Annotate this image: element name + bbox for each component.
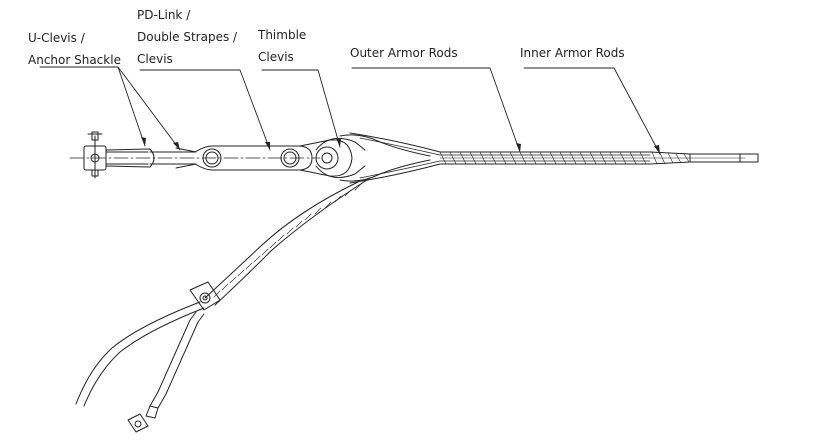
label-pd-link: PD-Link / Double Strapes / Clevis [137,4,237,70]
leader-thimble [261,69,341,148]
label-thimble-clevis: Thimble Clevis [258,24,306,68]
u-clevis [83,131,155,179]
label-pd-link-line2: Double Strapes / [137,30,238,44]
label-pd-link-line1: PD-Link / [137,8,191,22]
conductor-core [689,153,759,163]
pd-link [149,145,313,171]
jumper-wire [75,301,205,407]
label-u-clevis-line1: U-Clevis / [28,31,85,45]
label-inner-armor-rods: Inner Armor Rods [520,46,625,60]
leader-lines [39,66,661,155]
label-u-clevis: U-Clevis / Anchor Shackle [28,27,121,71]
label-thimble-line2: Clevis [258,50,294,64]
label-pd-link-line3: Clevis [137,52,173,66]
outer-armor-rods [349,132,651,184]
label-thimble-line1: Thimble [258,28,307,42]
leader-outer-armor [351,67,521,153]
leader-pd-link [139,69,271,151]
leader-u-clevis-2 [117,66,181,151]
outer-armor-hatching [439,151,647,165]
label-u-clevis-line2: Anchor Shackle [28,53,121,67]
drop-armor-rods [204,177,371,306]
leader-inner-armor [523,67,661,155]
jumper-clamp [127,281,221,433]
label-outer-armor-rods: Outer Armor Rods [350,46,458,60]
